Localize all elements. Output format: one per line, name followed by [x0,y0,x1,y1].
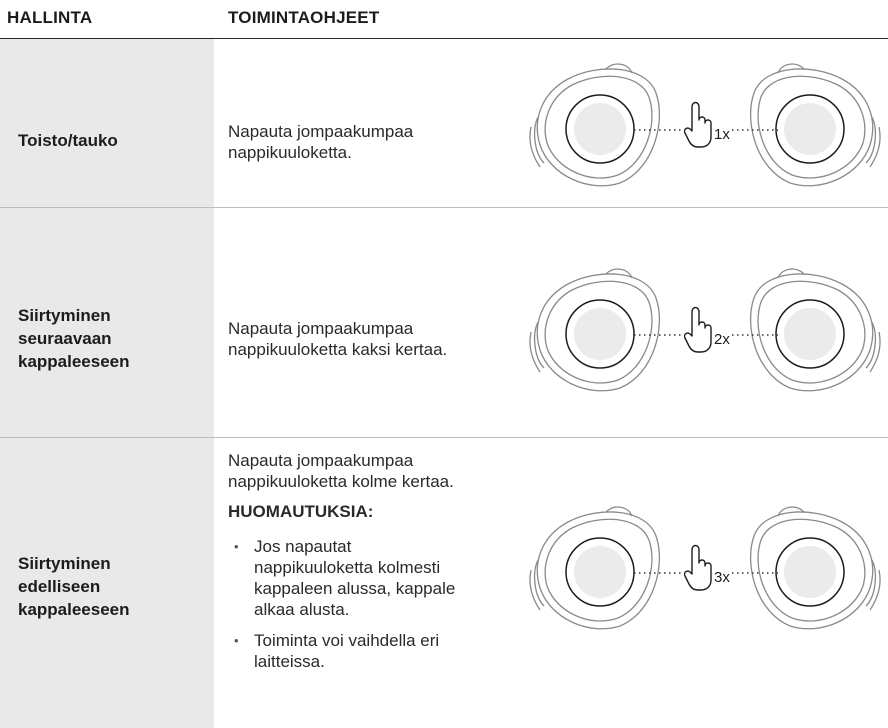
earbuds-illustration: 3x [528,500,882,636]
note-line: nappikuuloketta kolmesti [254,558,441,577]
note-line: kappaleen alussa, kappale [254,579,456,598]
earbud-icon [750,268,881,392]
earbuds-illustration: 1x [528,57,882,193]
column-header-control: HALLINTA [7,8,93,27]
control-label-line: seuraavaan [18,329,112,348]
note-line: Toiminta voi vaihdella eri [254,631,440,650]
tap-count-label: 2x [714,331,730,348]
note-line: alkaa alusta. [254,600,350,619]
list-item: Toiminta voi vaihdella eri laitteissa. [228,630,488,672]
instruction-text: Napauta jompaakumpaa nappikuuloketta kol… [228,450,454,492]
control-label: Toisto/tauko [18,129,118,152]
instruction-line: nappikuuloketta kaksi kertaa. [228,340,448,359]
instruction-text: Napauta jompaakumpaa nappikuuloketta kak… [228,318,447,360]
instruction-text: Napauta jompaakumpaa nappikuuloketta. [228,121,413,163]
table-row: Siirtyminen edelliseen kappaleeseen Napa… [0,438,888,728]
tap-finger-icon [683,101,712,148]
earbud-icon [750,63,881,187]
table-row: Toisto/tauko Napauta jompaakumpaa nappik… [0,39,888,208]
instruction-line: nappikuuloketta kolme kertaa. [228,472,454,491]
instruction-line: Napauta jompaakumpaa [228,122,414,141]
earbud-icon [529,506,660,630]
notes-title: HUOMAUTUKSIA: [228,502,374,521]
instruction-line: Napauta jompaakumpaa [228,319,414,338]
control-label-line: Siirtyminen [18,554,111,573]
note-line: laitteissa. [254,652,325,671]
notes-list: Jos napautat nappikuuloketta kolmesti ka… [228,536,488,682]
tap-count-label: 1x [714,126,730,143]
control-label: Siirtyminen edelliseen kappaleeseen [18,552,130,621]
instruction-line: nappikuuloketta. [228,143,352,162]
control-label-line: Siirtyminen [18,306,111,325]
control-label-line: kappaleeseen [18,600,130,619]
earbuds-illustration: 2x [528,262,882,398]
instruction-line: Napauta jompaakumpaa [228,451,414,470]
control-label-line: kappaleeseen [18,352,130,371]
control-cell: Siirtyminen edelliseen kappaleeseen [0,438,214,728]
column-header-instructions: TOIMINTAOHJEET [228,8,380,27]
control-cell: Toisto/tauko [0,39,214,207]
control-cell: Siirtyminen seuraavaan kappaleeseen [0,208,214,437]
table-header: HALLINTA TOIMINTAOHJEET [0,0,888,39]
control-label-line: Toisto/tauko [18,131,118,150]
earbud-icon [750,506,881,630]
tap-finger-icon [683,544,712,591]
earbud-icon [529,268,660,392]
table-row: Siirtyminen seuraavaan kappaleeseen Napa… [0,208,888,438]
control-label-line: edelliseen [18,577,101,596]
earbud-icon [529,63,660,187]
list-item: Jos napautat nappikuuloketta kolmesti ka… [228,536,488,620]
note-line: Jos napautat [254,537,352,556]
tap-finger-icon [683,306,712,353]
control-label: Siirtyminen seuraavaan kappaleeseen [18,304,130,373]
tap-count-label: 3x [714,569,730,586]
